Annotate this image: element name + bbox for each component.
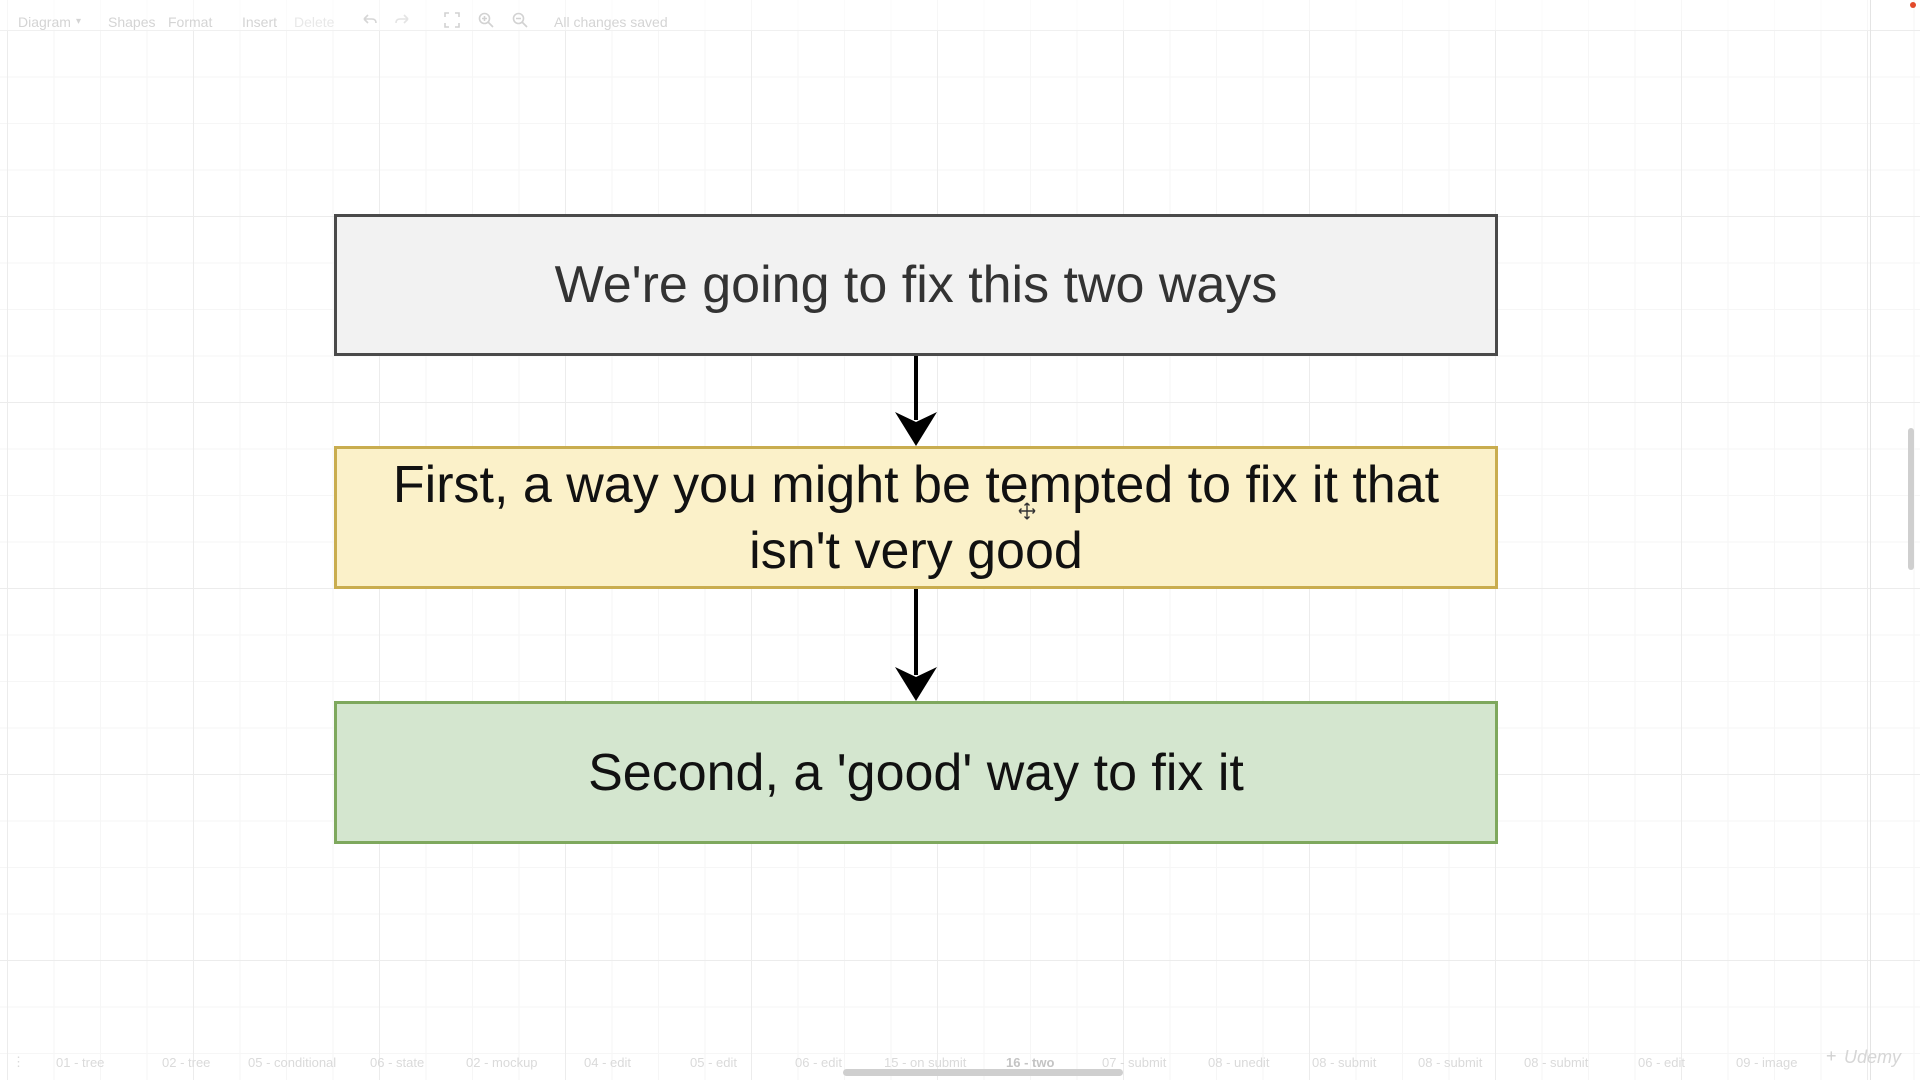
connector-2[interactable]: [895, 589, 937, 701]
diagram-box-second-way[interactable]: Second, a 'good' way to fix it: [334, 701, 1498, 844]
move-cursor-icon: [1018, 502, 1036, 520]
page-tabs-bar: ⋮ 01 - tree 02 - tree 05 - conditional 0…: [0, 1050, 1870, 1072]
add-page-icon[interactable]: +: [1826, 1046, 1837, 1066]
diagram-menu-button[interactable]: Diagram: [18, 14, 71, 30]
diagram-box-intro[interactable]: We're going to fix this two ways: [334, 214, 1498, 356]
page-tab[interactable]: 04 - edit: [584, 1055, 631, 1070]
box-second-way-text: Second, a 'good' way to fix it: [588, 743, 1244, 802]
page-tab[interactable]: 06 - edit: [1638, 1055, 1685, 1070]
page-tab[interactable]: 02 - tree: [162, 1055, 211, 1070]
chevron-down-icon: ▾: [76, 16, 82, 27]
page-tab[interactable]: 06 - state: [370, 1055, 425, 1070]
redo-icon[interactable]: [394, 11, 412, 29]
page-tab[interactable]: 08 - submit: [1312, 1055, 1377, 1070]
page-tab[interactable]: 08 - unedit: [1208, 1055, 1270, 1070]
page-tab-active[interactable]: 16 - two: [1006, 1055, 1055, 1070]
delete-button[interactable]: Delete: [294, 14, 335, 30]
save-status: All changes saved: [554, 14, 668, 30]
horizontal-scrollbar[interactable]: [843, 1069, 1123, 1076]
format-panel-edge: [1870, 0, 1871, 1080]
diagram-box-first-way[interactable]: First, a way you might be tempted to fix…: [334, 446, 1498, 589]
insert-button[interactable]: Insert: [242, 14, 278, 30]
toolbar: Diagram ▾ Shapes Format Insert Delete Al…: [0, 0, 1870, 31]
zoom-out-icon[interactable]: [511, 11, 529, 29]
page-tab[interactable]: 05 - edit: [690, 1055, 737, 1070]
zoom-in-icon[interactable]: [477, 11, 495, 29]
fit-page-icon[interactable]: [443, 11, 461, 29]
notification-dot: [1910, 2, 1916, 8]
page-tab[interactable]: 01 - tree: [56, 1055, 105, 1070]
page-tab[interactable]: 08 - submit: [1418, 1055, 1483, 1070]
page-tab[interactable]: 05 - conditional: [248, 1055, 337, 1070]
page-tab[interactable]: 06 - edit: [795, 1055, 842, 1070]
page-tab[interactable]: 08 - submit: [1524, 1055, 1589, 1070]
page-tab[interactable]: 15 - on submit: [884, 1055, 967, 1070]
udemy-watermark: Udemy: [1844, 1047, 1902, 1067]
box-intro-text: We're going to fix this two ways: [554, 256, 1278, 314]
vertical-scrollbar[interactable]: [1908, 428, 1914, 570]
undo-icon[interactable]: [360, 11, 378, 29]
connector-1[interactable]: [895, 356, 937, 446]
shapes-button[interactable]: Shapes: [108, 14, 156, 30]
pages-menu-icon[interactable]: ⋮: [12, 1054, 25, 1069]
box-first-way-text: First, a way you might be tempted to fix…: [392, 455, 1440, 580]
format-button[interactable]: Format: [168, 14, 213, 30]
page-tab[interactable]: 02 - mockup: [466, 1055, 538, 1070]
page-tab[interactable]: 07 - submit: [1102, 1055, 1167, 1070]
page-tab[interactable]: 09 - image: [1736, 1055, 1798, 1070]
